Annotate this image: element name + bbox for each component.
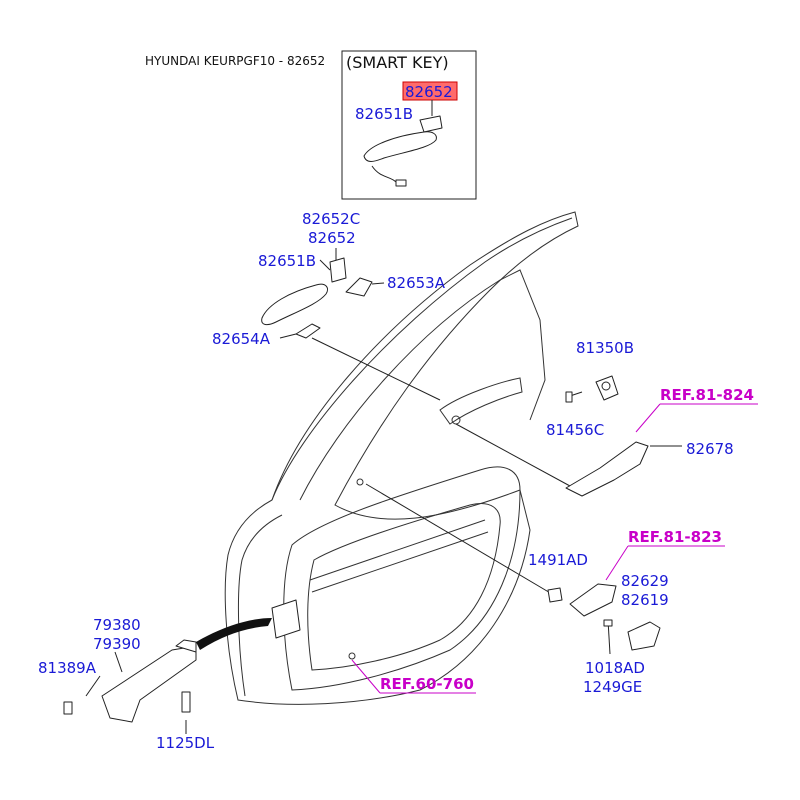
checker-mount-bracket (271, 599, 301, 639)
label-82619[interactable]: 82619 (621, 591, 669, 609)
ref-81-824[interactable]: REF.81-824 (660, 386, 754, 404)
handle-cap-part (329, 257, 347, 283)
bolt-81456C-head (565, 391, 573, 403)
checker-insertion-arrow (196, 618, 272, 650)
latch-link-rod (455, 423, 571, 487)
label-82653A[interactable]: 82653A (387, 274, 446, 292)
label-82652[interactable]: 82652 (308, 229, 356, 247)
label-82654A[interactable]: 82654A (212, 330, 271, 348)
door-edge (237, 514, 283, 697)
inner-panel-cutout (283, 466, 521, 691)
door-beam (309, 519, 486, 581)
striker-hole (601, 381, 611, 391)
latch-group: 81350B 81456C 82678 REF.81-824 (455, 339, 758, 497)
inside-handle-group: 1491AD 82629 82619 1018AD 1249GE REF.81-… (365, 483, 725, 696)
gasket-82654A-part (295, 323, 321, 339)
door-trim-ref: REF.60-760 (351, 659, 476, 694)
gasket-82653A-part (345, 277, 373, 297)
ref-81-823-leader (605, 545, 629, 581)
label-1249GE[interactable]: 1249GE (583, 678, 642, 696)
leader-82651B (319, 259, 331, 271)
door-checker-group: 79380 79390 81389A 1125DL (38, 599, 301, 752)
ref-81-824-leader (635, 403, 661, 433)
inside-handle-cover-part (627, 621, 661, 651)
door-checker-part (101, 645, 197, 723)
label-82629[interactable]: 82629 (621, 572, 669, 590)
leader-81389A (85, 675, 101, 697)
smart-key-frame (341, 50, 477, 200)
outside-handle-part (261, 283, 329, 326)
label-1018AD[interactable]: 1018AD (585, 659, 645, 677)
label-81350B[interactable]: 81350B (576, 339, 634, 357)
label-79390[interactable]: 79390 (93, 635, 141, 653)
label-1125DL[interactable]: 1125DL (156, 734, 215, 752)
door-beam-2 (311, 531, 489, 593)
inside-handle-rod (365, 483, 553, 595)
leader-79380 (114, 651, 123, 673)
leader-82654A (279, 333, 297, 339)
outside-handle-group: 82652C 82652 82651B 82653A 82654A (212, 210, 446, 401)
latch-assembly-part (565, 441, 649, 497)
smart-key-handle-part (363, 131, 437, 162)
smart-key-inset: (SMART KEY) 82652 82651B (341, 50, 477, 200)
inner-panel-cutout-2 (307, 503, 501, 671)
clip-1491AD-part (547, 587, 563, 603)
door-panel (224, 211, 579, 705)
leader-82653A (371, 282, 385, 285)
inside-handle-part (569, 583, 617, 617)
window-frame-inner (271, 217, 573, 501)
label-79380[interactable]: 79380 (93, 616, 141, 634)
screw-1018AD-part (603, 619, 613, 627)
highlighted-part-label[interactable]: 82652 (405, 83, 453, 101)
door-hole (348, 652, 356, 660)
key-cap-part (419, 115, 443, 133)
window-opening (299, 269, 546, 501)
door-hole-2 (356, 478, 364, 486)
smart-key-title: (SMART KEY) (346, 53, 449, 72)
ref-81-823[interactable]: REF.81-823 (628, 528, 722, 546)
label-1491AD[interactable]: 1491AD (528, 551, 588, 569)
highlighted-part-box[interactable] (402, 81, 458, 101)
door-outer-shell (224, 211, 579, 705)
label-82678[interactable]: 82678 (686, 440, 734, 458)
ref-60-760-leader (351, 659, 381, 694)
bolt-81389A-part (63, 701, 73, 715)
label-81456C[interactable]: 81456C (546, 421, 604, 439)
ref-60-760[interactable]: REF.60-760 (380, 675, 474, 693)
label-82651B[interactable]: 82651B (258, 252, 316, 270)
label-82652C[interactable]: 82652C (302, 210, 360, 228)
diagram-title: HYUNDAI KEURPGF10 - 82652 (145, 54, 325, 68)
smart-key-handle-label: 82651B (355, 105, 413, 123)
smart-key-connector (395, 179, 407, 187)
handle-mount-line (311, 337, 441, 401)
label-81389A[interactable]: 81389A (38, 659, 97, 677)
inner-handle-recess (439, 377, 523, 425)
bolt-1125DL-part (181, 691, 191, 713)
